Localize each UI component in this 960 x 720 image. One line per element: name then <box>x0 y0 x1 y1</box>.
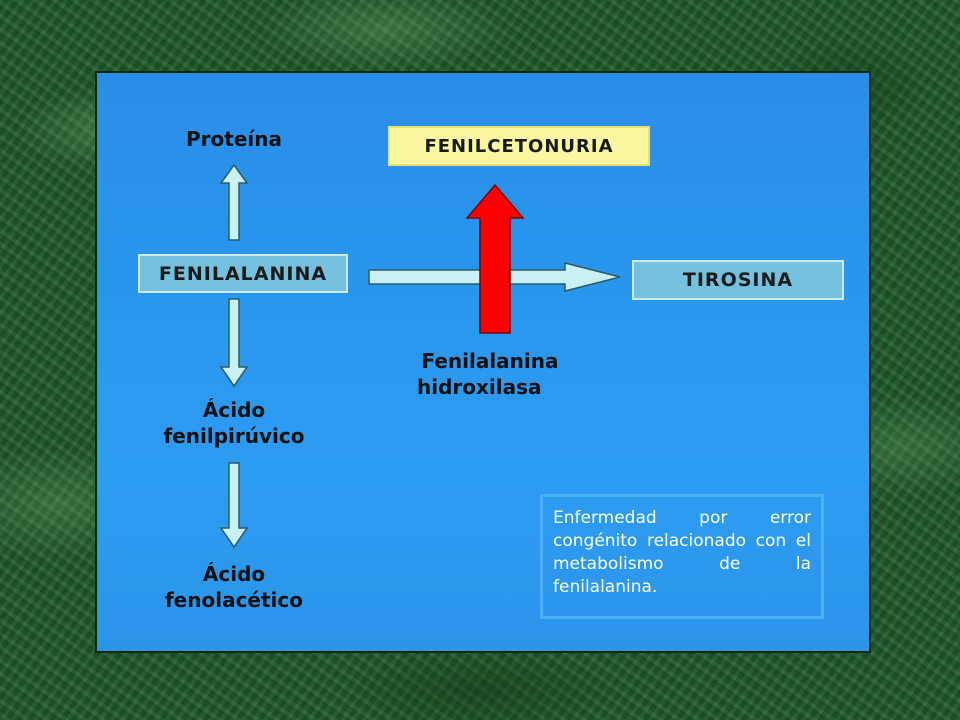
fenilalanina-box: FENILALANINA <box>138 254 348 293</box>
enzyme-label: Fenilalanina hidroxilasa <box>400 348 580 400</box>
tirosina-box: TIROSINA <box>632 260 844 300</box>
acido-fenolacetico-line2: fenolacético <box>164 588 304 612</box>
arrow-to-proteina <box>219 163 249 241</box>
enzyme-label-line1: Fenilalanina <box>421 349 559 373</box>
slide-panel: Proteína FENILCETONURIA FENILALANINA TIR… <box>95 71 871 653</box>
acido-fenolacetico-line1: Ácido <box>202 562 266 586</box>
arrow-to-acido-fenolacetico <box>219 462 249 549</box>
acido-fenilpiruvico-line2: fenilpirúvico <box>163 424 305 448</box>
pathway-arrows <box>219 163 621 549</box>
note-box: Enfermedad por error congénito relaciona… <box>540 494 824 619</box>
acido-fenilpiruvico-label: Ácido fenilpirúvico <box>154 397 314 449</box>
arrow-to-acido-fenilpiruvico <box>219 298 249 388</box>
blocked-step-arrow <box>465 183 525 334</box>
enzyme-label-line2: hidroxilasa <box>417 375 542 399</box>
acido-fenolacetico-label: Ácido fenolacético <box>154 561 314 613</box>
fenilcetonuria-box: FENILCETONURIA <box>388 126 650 166</box>
proteina-label: Proteína <box>186 127 282 151</box>
acido-fenilpiruvico-line1: Ácido <box>202 398 266 422</box>
